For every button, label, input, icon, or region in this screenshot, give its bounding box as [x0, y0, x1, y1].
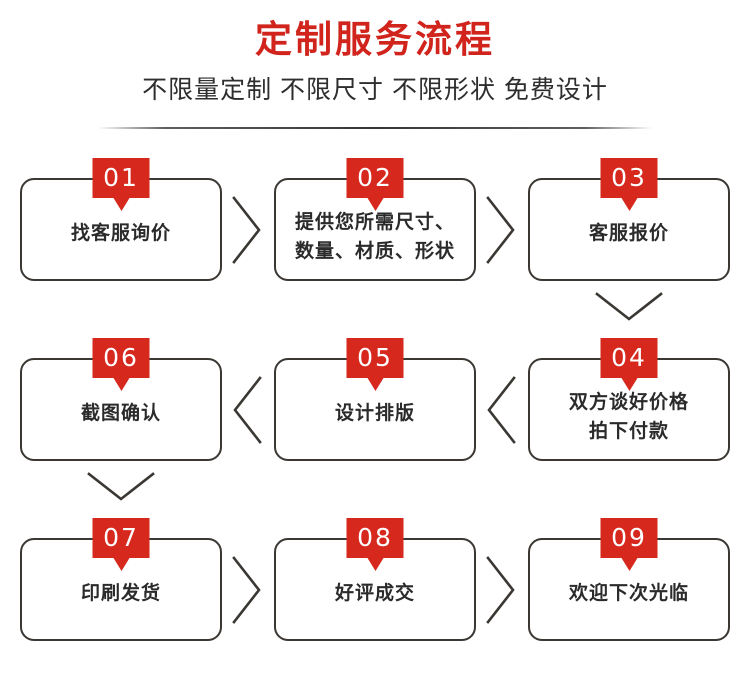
step-label-06: 截图确认 [80, 403, 161, 424]
step-box-07[interactable]: 07 印刷发货 [20, 518, 222, 641]
step-label-02: 提供您所需尺寸、 数量、材质、形状 [294, 211, 455, 262]
step-box-02[interactable]: 02 提供您所需尺寸、 数量、材质、形状 [274, 158, 476, 281]
connector-03-to-04 [592, 290, 666, 324]
step-label-09: 欢迎下次光临 [568, 583, 689, 604]
step-label-04: 双方谈好价格 拍下付款 [568, 391, 689, 442]
step-box-05[interactable]: 05 设计排版 [274, 338, 476, 461]
step-box-03[interactable]: 03 客服报价 [528, 158, 730, 281]
step-badge-08: 08 [346, 518, 404, 571]
header-divider [98, 127, 652, 129]
page-header: 定制服务流程 不限量定制 不限尺寸 不限形状 免费设计 [0, 0, 750, 106]
step-box-01[interactable]: 01 找客服询价 [20, 158, 222, 281]
step-box-08[interactable]: 08 好评成交 [274, 518, 476, 641]
connector-04-to-05 [484, 372, 518, 448]
connector-01-to-02 [230, 192, 264, 268]
step-box-04[interactable]: 04 双方谈好价格 拍下付款 [528, 338, 730, 461]
step-label-07: 印刷发货 [80, 583, 161, 604]
step-badge-05: 05 [346, 338, 404, 391]
connector-07-to-08 [230, 552, 264, 628]
connector-02-to-03 [484, 192, 518, 268]
step-box-06[interactable]: 06 截图确认 [20, 338, 222, 461]
step-label-08: 好评成交 [334, 583, 415, 604]
connector-08-to-09 [484, 552, 518, 628]
step-badge-09: 09 [600, 518, 658, 571]
step-badge-01: 01 [92, 158, 150, 211]
page-subtitle: 不限量定制 不限尺寸 不限形状 免费设计 [142, 76, 608, 104]
connector-05-to-06 [230, 372, 264, 448]
step-badge-07: 07 [92, 518, 150, 571]
step-label-03: 客服报价 [588, 223, 669, 244]
step-badge-06: 06 [92, 338, 150, 391]
step-label-05: 设计排版 [334, 403, 415, 424]
step-badge-02: 02 [346, 158, 404, 211]
step-badge-03: 03 [600, 158, 658, 211]
step-box-09[interactable]: 09 欢迎下次光临 [528, 518, 730, 641]
step-label-01: 找客服询价 [70, 223, 171, 244]
page-title: 定制服务流程 [255, 19, 495, 60]
step-badge-04: 04 [600, 338, 658, 391]
connector-06-to-07 [84, 470, 158, 504]
